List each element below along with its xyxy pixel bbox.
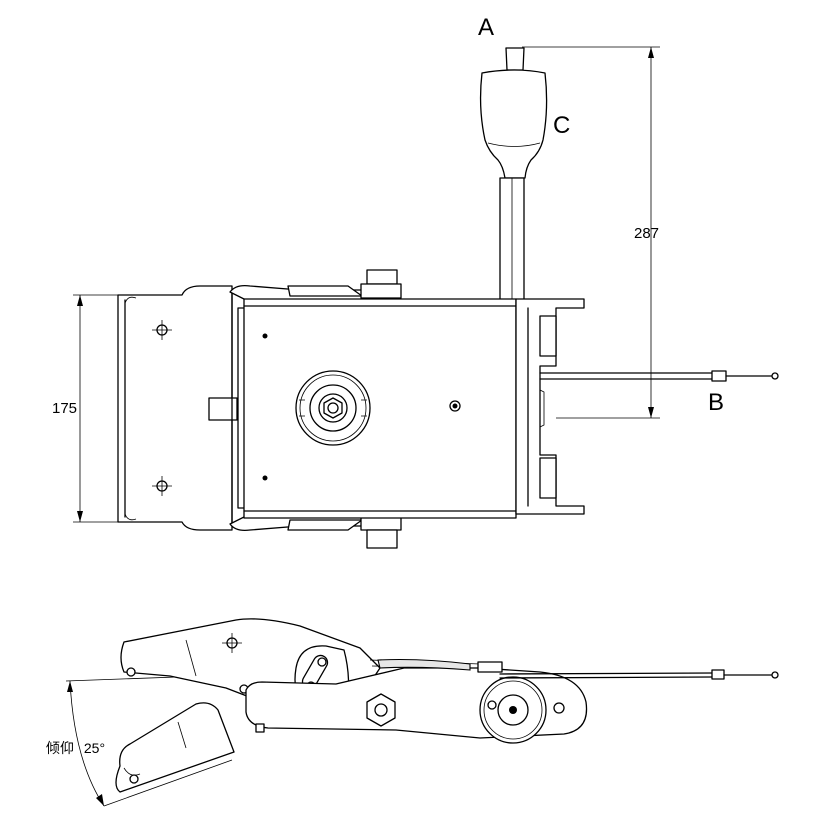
- label-b: B: [708, 389, 725, 416]
- top-view: [73, 46, 779, 549]
- lever-handle: [479, 47, 548, 301]
- cable-bracket: [515, 298, 585, 515]
- dimension-287-label: 287: [634, 225, 660, 242]
- mount-hole-bottom: [152, 476, 172, 496]
- cable-b: [539, 370, 779, 382]
- pivot-hub-side: [479, 676, 565, 744]
- top-bracket: [229, 269, 402, 301]
- dimension-287-line: [522, 46, 660, 419]
- tilt-value: 25°: [83, 740, 106, 756]
- small-screw: [449, 400, 461, 412]
- bottom-bracket: [229, 515, 402, 549]
- hex-bolt-side: [366, 693, 396, 727]
- cable-b-side: [499, 669, 779, 680]
- main-body: [243, 298, 517, 519]
- mount-hole-side: [222, 633, 242, 653]
- label-c: C: [553, 112, 571, 139]
- mount-hole-top: [152, 320, 172, 340]
- tilt-label: 倾仰 25°: [46, 738, 105, 758]
- label-a: A: [478, 14, 495, 41]
- side-view: [65, 618, 779, 807]
- dimension-175-label: 175: [52, 400, 78, 417]
- tilted-plate-lower: [115, 702, 235, 793]
- pivot-hub: [295, 370, 371, 446]
- tilt-text: 倾仰: [46, 740, 74, 756]
- left-mount-plate: [117, 285, 248, 531]
